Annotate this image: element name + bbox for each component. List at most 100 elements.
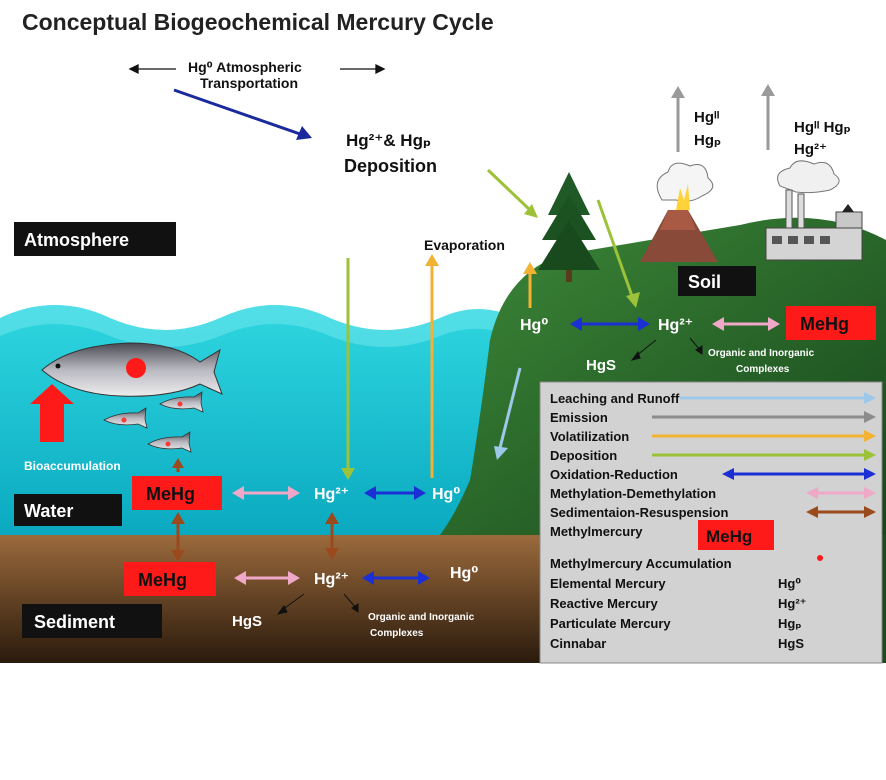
legend-arrowhead-icon (864, 411, 876, 423)
legend-process-label: Volatilization (550, 429, 629, 444)
evaporation-label: Evaporation (424, 237, 505, 253)
transport-label-line2: Transportation (200, 75, 298, 91)
volcano-emission-line2: Hgₚ (694, 132, 721, 149)
legend-process-label: Leaching and Runoff (550, 391, 680, 406)
legend-species-symbol: Hg⁰ (778, 576, 801, 591)
soil-mehg: MeHg (800, 314, 849, 334)
legend-arrowhead-icon (864, 392, 876, 404)
legend-species-label: Cinnabar (550, 636, 606, 651)
legend-species-label: Elemental Mercury (550, 576, 666, 591)
sediment-methylation-arrow (234, 571, 300, 585)
deposition-arrow-tree (486, 168, 538, 218)
salmon-large-icon (41, 342, 223, 397)
legend-process-list: Leaching and RunoffEmissionVolatilizatio… (550, 391, 876, 520)
sediment-complexes-line1: Organic and Inorganic (368, 612, 475, 623)
sediment-complexes-line2: Complexes (370, 628, 424, 639)
legend-process-row: Emission (550, 410, 876, 425)
legend-species-label: Reactive Mercury (550, 596, 658, 611)
water-hg2: Hg²⁺ (314, 486, 349, 503)
volatilization-arrow-water (425, 254, 439, 478)
sediment-hg0: Hg⁰ (450, 565, 478, 582)
sedimentation-arrow-hg2 (325, 512, 339, 560)
transport-navy-arrow (173, 88, 312, 140)
legend-process-label: Emission (550, 410, 608, 425)
legend-arrowhead-icon (864, 430, 876, 442)
soil-complex-pointers (630, 337, 703, 361)
soil-oxidation-arrow (570, 317, 650, 331)
water-hg0: Hg⁰ (432, 486, 460, 503)
water-label-box (14, 494, 122, 526)
legend-methylmercury-label: Methylmercury (550, 524, 643, 539)
legend-process-row: Leaching and Runoff (550, 391, 876, 406)
water-mehg: MeHg (146, 484, 195, 504)
deposition-label-line2: Deposition (344, 156, 437, 176)
soil-mehg-box (786, 306, 876, 340)
legend-species-symbol: Hg²⁺ (778, 596, 807, 611)
accumulation-dot-icon (126, 358, 146, 378)
water-waves (0, 305, 500, 347)
deposition-label-line1: Hg²⁺& Hgₚ (346, 131, 431, 150)
water-label: Water (24, 501, 73, 521)
legend-process-row: Sedimentaion-Resuspension (550, 505, 876, 520)
legend-process-row: Volatilization (550, 429, 876, 444)
sedimentation-arrow-mehg (171, 512, 185, 562)
pine-tree-icon (538, 172, 600, 282)
legend-process-label: Methylation-Demethylation (550, 486, 716, 501)
sediment-hg2: Hg²⁺ (314, 571, 349, 588)
legend-species-list: Elemental Mercury Hg⁰ Reactive Mercury Hg²⁺… (550, 576, 807, 651)
legend-arrowhead-icon (864, 506, 876, 518)
sediment-complex-pointers (276, 593, 359, 615)
legend-species-row: Elemental Mercury Hg⁰ (550, 576, 801, 591)
sedimentation-arrow-mehg-upper (172, 458, 184, 472)
diagram-title: Conceptual Biogeochemical Mercury Cycle (22, 9, 494, 35)
emission-arrow-factory (761, 84, 775, 150)
sediment-mehg: MeHg (138, 570, 187, 590)
legend-process-label: Deposition (550, 448, 617, 463)
legend-mehg-box (698, 520, 774, 550)
legend-accumulation-dot-icon (817, 555, 823, 561)
factory-emission-line2: Hg²⁺ (794, 141, 827, 158)
legend-arrowhead-icon (806, 506, 818, 518)
soil-hgs: HgS (586, 357, 616, 374)
volatilization-arrow-soil (523, 262, 537, 308)
water-methylation-arrow (232, 486, 300, 500)
volcano-emission-line1: Hgᴵᴵ (694, 109, 720, 126)
sediment-oxidation-arrow (362, 571, 430, 585)
legend-panel: Leaching and RunoffEmissionVolatilizatio… (539, 381, 883, 664)
atmosphere-label: Atmosphere (24, 230, 129, 250)
legend-arrowhead-icon (722, 468, 734, 480)
sediment-label: Sediment (34, 612, 115, 632)
bioaccumulation-label: Bioaccumulation (24, 459, 121, 473)
deposition-arrow-soil (596, 199, 640, 308)
legend-process-row: Oxidation-Reduction (550, 467, 876, 482)
leaching-arrow (494, 367, 522, 460)
legend-species-row: Cinnabar HgS (550, 636, 804, 651)
transport-double-arrow (128, 63, 386, 75)
legend-process-row: Methylation-Demethylation (550, 486, 876, 501)
legend-arrowhead-icon (864, 487, 876, 499)
legend-arrowhead-icon (864, 449, 876, 461)
sediment-hgs: HgS (232, 613, 262, 630)
legend-accumulation-label: Methylmercury Accumulation (550, 556, 732, 571)
soil-label-box (678, 266, 756, 296)
water-mehg-box (132, 476, 222, 510)
legend-mehg-label: MeHg (706, 527, 752, 546)
soil-hg2: Hg²⁺ (658, 317, 693, 334)
factory-emission-line1: Hgᴵᴵ Hgₚ (794, 119, 851, 136)
salmon-small-icon (103, 391, 204, 453)
legend-arrowhead-icon (806, 487, 818, 499)
legend-species-symbol: HgS (778, 636, 804, 651)
legend-process-label: Oxidation-Reduction (550, 467, 678, 482)
water-oxidation-arrow (364, 486, 426, 500)
soil-complexes-line1: Organic and Inorganic (708, 348, 815, 359)
sediment-layer (0, 535, 540, 663)
deposition-arrow-water (341, 258, 355, 480)
legend-species-label: Particulate Mercury (550, 616, 671, 631)
sediment-mehg-box (124, 562, 216, 596)
factory-icon (765, 160, 863, 261)
soil-label: Soil (688, 272, 721, 292)
bioaccumulation-arrow (30, 384, 74, 442)
soil-methylation-arrow (712, 317, 780, 331)
